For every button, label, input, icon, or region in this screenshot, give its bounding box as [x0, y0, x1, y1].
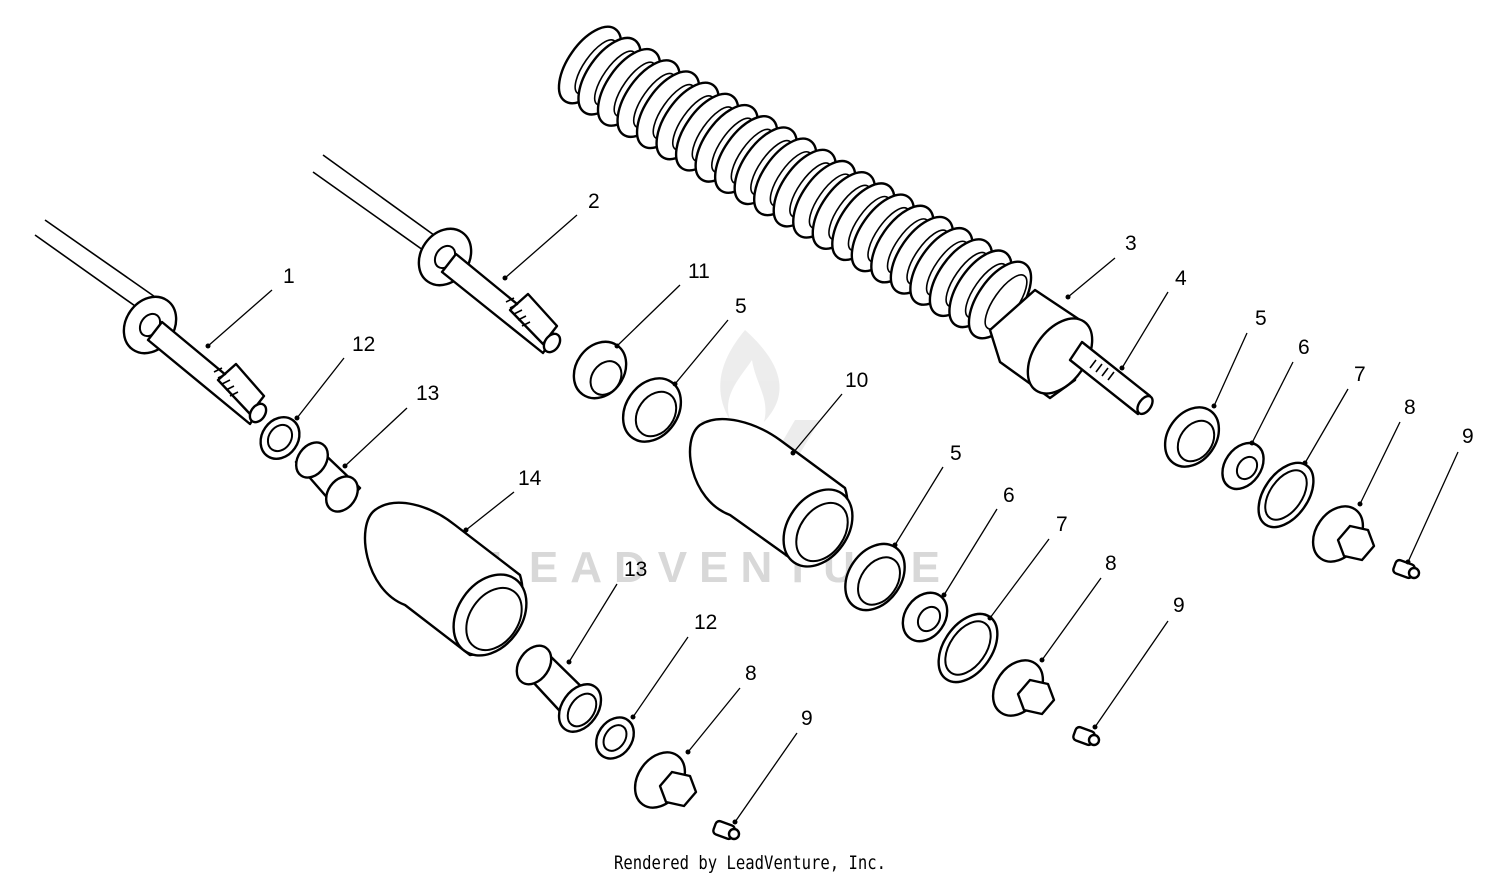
- part-seal-ring-7a: [1257, 461, 1315, 529]
- callout-label: 10: [845, 369, 868, 392]
- callout-12b: 12: [630, 611, 717, 720]
- callout-6a: 6: [1249, 336, 1310, 446]
- callout-label: 9: [801, 707, 813, 730]
- callout-label: 8: [1404, 396, 1416, 419]
- part-roller-tube-14: [363, 501, 528, 657]
- callout-label: 9: [1173, 594, 1185, 617]
- callout-7b: 7: [987, 513, 1068, 621]
- callout-label: 2: [588, 190, 600, 213]
- callout-label: 13: [624, 558, 647, 581]
- callout-5b: 5: [892, 442, 962, 548]
- part-cone-6b: [901, 591, 949, 643]
- footer-credit: Rendered by LeadVenture, Inc.: [613, 852, 887, 874]
- part-roller-tube-10: [688, 417, 854, 568]
- callout-10: 10: [790, 369, 868, 456]
- callout-label: 5: [735, 295, 747, 318]
- part-bearing-ring-5a: [621, 377, 683, 443]
- callout-6b: 6: [941, 484, 1015, 598]
- part-sleeve-bushing-13b: [515, 644, 603, 733]
- callout-layer: 1 2 3 4 11 5 12 13: [205, 190, 1474, 825]
- callout-label: 5: [950, 442, 962, 465]
- callout-13b: 13: [566, 558, 647, 665]
- callout-1: 1: [205, 265, 295, 349]
- callout-label: 14: [518, 467, 542, 490]
- callout-label: 12: [352, 333, 375, 356]
- callout-12a: 12: [294, 333, 375, 421]
- part-axle-shaft-2: [312, 154, 562, 355]
- callout-2: 2: [502, 190, 600, 281]
- part-nut-8c: [633, 751, 698, 809]
- callout-label: 1: [283, 265, 295, 288]
- part-nut-8b: [991, 659, 1056, 717]
- callout-9a: 9: [1405, 425, 1474, 565]
- callout-label: 4: [1175, 267, 1187, 290]
- part-spiral-roller-3: [557, 25, 1094, 400]
- callout-14: 14: [463, 467, 542, 533]
- callout-label: 13: [416, 382, 439, 405]
- part-sleeve-bushing-13a: [294, 441, 362, 513]
- callout-11: 11: [614, 260, 710, 349]
- callout-label: 7: [1056, 513, 1068, 536]
- callout-8a: 8: [1357, 396, 1416, 507]
- part-flanged-bushing-11: [572, 340, 628, 400]
- part-nut-8a: [1311, 505, 1376, 563]
- callout-9b: 9: [1092, 594, 1185, 730]
- callout-label: 5: [1255, 307, 1267, 330]
- callout-4: 4: [1119, 267, 1187, 371]
- part-washer-12a: [259, 416, 301, 460]
- part-grease-fitting-9b: [1072, 725, 1101, 747]
- callout-13a: 13: [342, 382, 439, 469]
- part-bearing-ring-5c: [1163, 406, 1221, 468]
- part-cone-6a: [1221, 441, 1265, 491]
- callout-label: 7: [1354, 363, 1366, 386]
- callout-5a: 5: [672, 295, 747, 387]
- callout-3: 3: [1065, 232, 1137, 300]
- callout-label: 12: [694, 611, 717, 634]
- callout-label: 11: [688, 260, 710, 283]
- part-bearing-ring-5b: [844, 542, 906, 612]
- part-shaft-4: [1068, 340, 1154, 416]
- callout-label: 8: [1105, 552, 1117, 575]
- part-grease-fitting-9c: [712, 819, 741, 841]
- callout-8c: 8: [685, 662, 757, 755]
- callout-8b: 8: [1039, 552, 1117, 663]
- callout-label: 9: [1462, 425, 1474, 448]
- callout-label: 6: [1003, 484, 1015, 507]
- callout-label: 8: [745, 662, 757, 685]
- callout-9c: 9: [732, 707, 813, 825]
- part-axle-shaft-1: [34, 219, 268, 426]
- part-washer-12b: [595, 716, 635, 760]
- callout-7a: 7: [1302, 363, 1366, 466]
- part-grease-fitting-9a: [1392, 558, 1421, 580]
- callout-label: 6: [1298, 336, 1310, 359]
- callout-label: 3: [1125, 232, 1137, 255]
- callout-5c: 5: [1211, 307, 1267, 409]
